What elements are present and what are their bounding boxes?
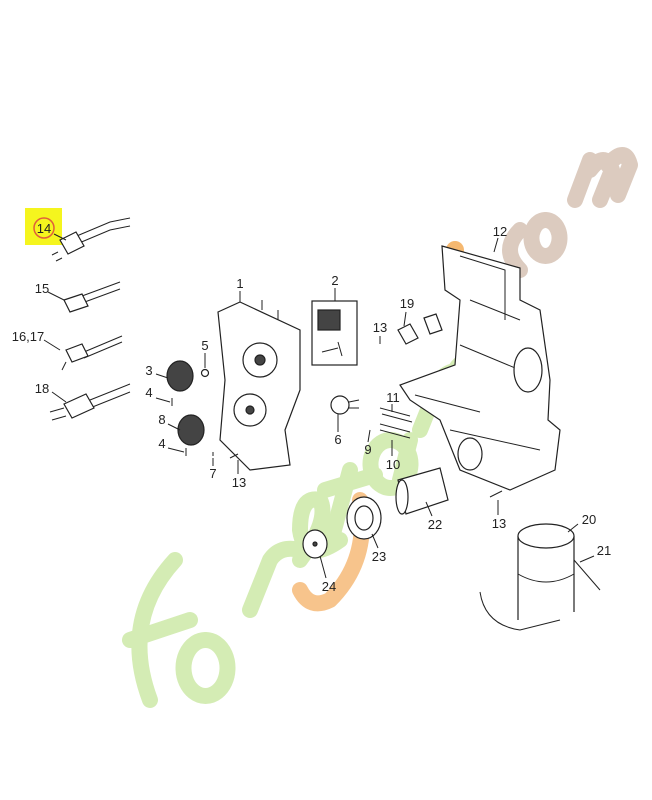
plug-15[interactable] bbox=[63, 281, 121, 313]
screw-13c bbox=[489, 490, 503, 498]
tubes-10-11[interactable] bbox=[379, 407, 413, 439]
label-16-17: 16,17 bbox=[12, 329, 45, 344]
tank-20[interactable] bbox=[479, 523, 601, 631]
part-19[interactable] bbox=[397, 313, 443, 345]
label-13a: 13 bbox=[232, 475, 246, 490]
label-2: 2 bbox=[331, 273, 338, 288]
label-1: 1 bbox=[236, 276, 243, 291]
knob-3[interactable] bbox=[166, 360, 194, 392]
knob-8[interactable] bbox=[177, 414, 205, 446]
label-7: 7 bbox=[209, 466, 216, 481]
label-22: 22 bbox=[428, 517, 442, 532]
leader-lines bbox=[43, 233, 595, 579]
motor-22[interactable] bbox=[395, 467, 449, 515]
gauge-24[interactable] bbox=[302, 529, 328, 559]
label-13b: 13 bbox=[373, 320, 387, 335]
label-6: 6 bbox=[334, 432, 341, 447]
screws bbox=[171, 368, 239, 459]
label-13c: 13 bbox=[492, 516, 506, 531]
label-18: 18 bbox=[35, 381, 49, 396]
thermostat-6[interactable] bbox=[330, 395, 360, 415]
switch-assembly[interactable] bbox=[311, 300, 358, 366]
label-5: 5 bbox=[201, 338, 208, 353]
highlight-ring bbox=[33, 217, 55, 239]
label-24: 24 bbox=[322, 579, 336, 594]
label-4a: 4 bbox=[145, 385, 152, 400]
plug-18[interactable] bbox=[49, 383, 131, 421]
label-21: 21 bbox=[597, 543, 611, 558]
label-9: 9 bbox=[364, 442, 371, 457]
label-23: 23 bbox=[372, 549, 386, 564]
label-14: 14 bbox=[37, 221, 51, 236]
control-panel[interactable] bbox=[217, 300, 301, 471]
label-10: 10 bbox=[386, 457, 400, 472]
label-12: 12 bbox=[493, 224, 507, 239]
plug-14[interactable] bbox=[51, 217, 131, 262]
label-8: 8 bbox=[158, 412, 165, 427]
label-11: 11 bbox=[386, 390, 400, 405]
label-19: 19 bbox=[400, 296, 414, 311]
label-20: 20 bbox=[582, 512, 596, 527]
ring-23[interactable] bbox=[346, 496, 382, 540]
highlight-box bbox=[25, 208, 62, 245]
housing[interactable] bbox=[399, 245, 561, 491]
label-15: 15 bbox=[35, 281, 49, 296]
label-4b: 4 bbox=[158, 436, 165, 451]
label-3: 3 bbox=[145, 363, 152, 378]
plug-16-17[interactable] bbox=[61, 335, 123, 371]
